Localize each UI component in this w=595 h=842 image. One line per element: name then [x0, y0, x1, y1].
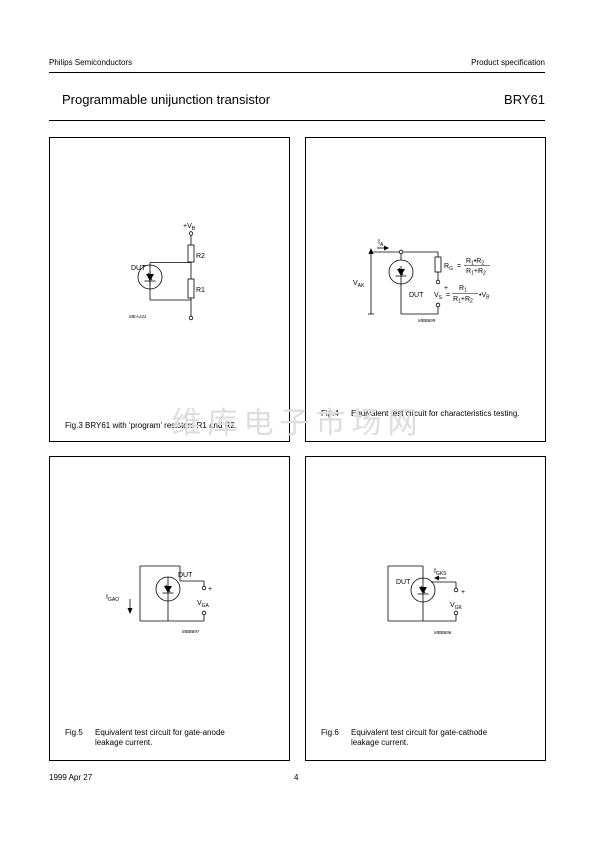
figure-6-number: Fig.6 [321, 728, 339, 737]
part-number: BRY61 [504, 92, 545, 107]
figure-3-schematic: DUT +VB R2 R1 MEA141 [129, 223, 205, 321]
fig6-vgk-label: VGK [450, 602, 463, 611]
fig6-plus-label: + [461, 589, 465, 596]
fig5-plus-label: + [208, 586, 212, 593]
fig4-vs-label: VS [434, 292, 443, 301]
figure-6-schematic: DUT IGKS + VGK MBB696 [387, 565, 465, 635]
figure-4-number: Fig.4 [321, 409, 339, 418]
footer-date: 1999 Apr 27 [49, 773, 93, 782]
fig5-drawing-code: MBB697 [182, 629, 200, 634]
company-name: Philips Semiconductors [49, 58, 133, 67]
figure-4-schematic: IA VAK DUT + RG = R1•R2 R1+R2 VS = R1 R1… [353, 239, 490, 323]
fig4-rg-label: RG [444, 263, 453, 272]
fig6-drawing-code: MBB696 [434, 630, 452, 635]
fig4-rg-denominator: R1+R2 [466, 268, 486, 277]
figure-3-caption: Fig.3 BRY61 with ‘program’ resistors R1 … [65, 421, 237, 431]
figure-3-caption-text: BRY61 with ‘program’ resistors R1 and R2… [85, 421, 238, 430]
fig5-dut-label: DUT [178, 572, 193, 579]
document-title: Programmable unijunction transistor [62, 92, 271, 107]
fig4-ia-label: IA [378, 239, 384, 248]
fig3-r1-label: R1 [196, 287, 205, 294]
fig5-igao-label: IGAO [106, 594, 119, 603]
header-rule-bottom [49, 120, 545, 121]
spec-type: Product specification [471, 58, 545, 67]
figure-4-panel: IA VAK DUT + RG = R1•R2 R1+R2 VS = R1 R1… [305, 137, 546, 442]
fig4-vs-numerator: R1 [459, 285, 467, 294]
fig4-plus-label: + [444, 285, 448, 292]
fig4-rg-equals: = [457, 263, 461, 270]
fig4-rg-numerator: R1•R2 [466, 258, 484, 267]
figure-6-panel: DUT IGKS + VGK MBB696 Fig.6 Equivalent t… [305, 456, 546, 761]
fig3-drawing-code: MEA141 [129, 314, 147, 319]
fig6-dut-label: DUT [396, 579, 411, 586]
fig4-dut-label: DUT [409, 292, 424, 299]
figure-5-schematic: IGAO DUT + VGA MBB697 [106, 565, 212, 634]
fig3-dut-label: DUT [131, 265, 146, 272]
header-rule-top [49, 72, 545, 73]
figure-5-number: Fig.5 [65, 728, 83, 737]
figure-5-panel: IGAO DUT + VGA MBB697 Fig.5 Equivalent t… [49, 456, 290, 761]
fig4-vs-vb: •VB [479, 292, 490, 301]
fig3-supply-label: +VB [183, 223, 196, 232]
fig3-r2-label: R2 [196, 253, 205, 260]
fig4-vak-label: VAK [353, 280, 365, 289]
fig4-vs-equals: = [446, 292, 450, 299]
figure-3-panel: DUT +VB R2 R1 MEA141 Fig.3 BRY61 with ‘p… [49, 137, 290, 442]
figure-4-caption-text: Equivalent test circuit for characterist… [351, 409, 520, 418]
figure-3-number: Fig.3 [65, 421, 83, 430]
figure-5-caption-text: Equivalent test circuit for gate-anode l… [95, 728, 225, 747]
figure-6-caption-text: Equivalent test circuit for gate-cathode… [351, 728, 488, 747]
fig4-drawing-code: MBB699 [418, 318, 436, 323]
watermark-text: 维库电子市场网 [171, 406, 424, 441]
fig6-igks-label: IGKS [434, 568, 447, 577]
fig4-vs-denominator: R1+R2 [453, 296, 473, 305]
footer-page-number: 4 [294, 773, 299, 782]
fig5-vga-label: VGA [197, 600, 210, 609]
